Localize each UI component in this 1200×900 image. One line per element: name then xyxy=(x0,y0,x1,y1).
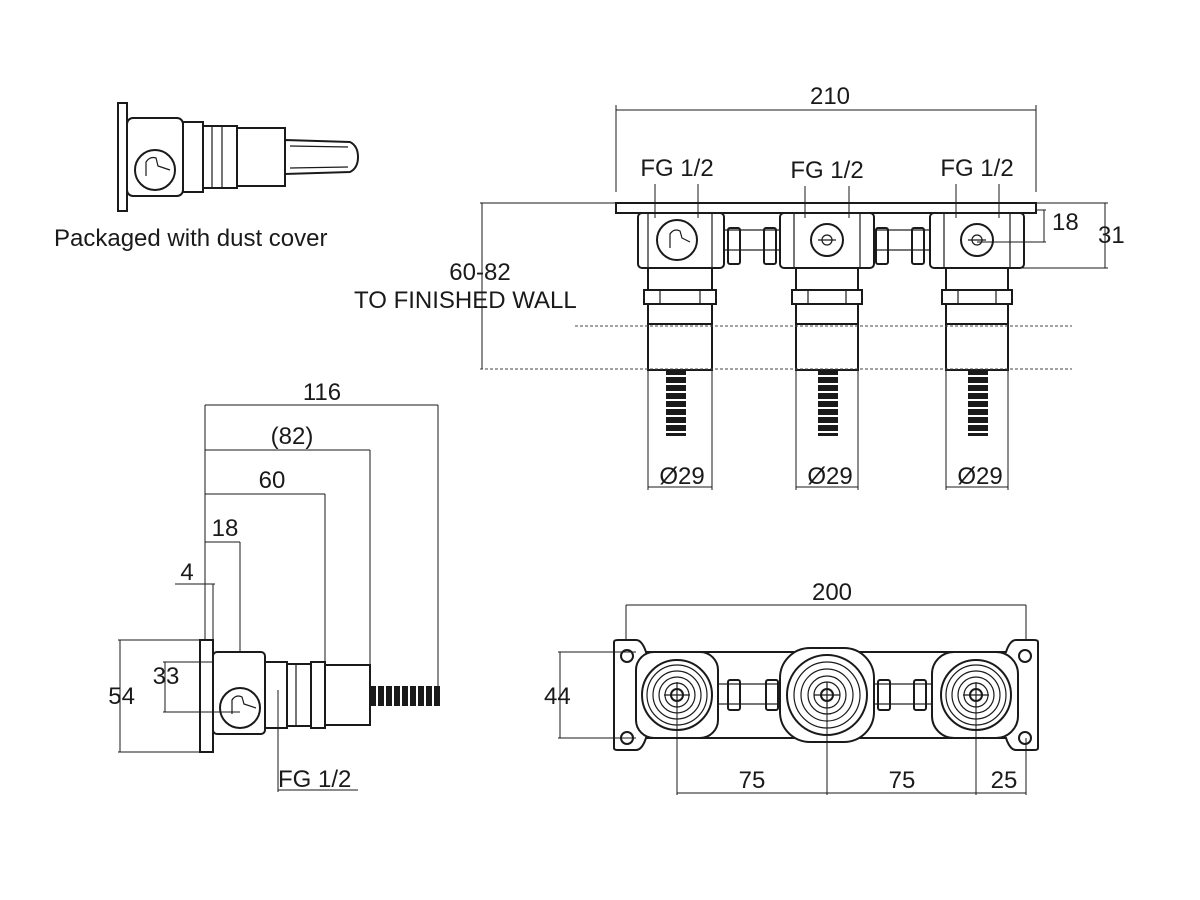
dim-75-b: 75 xyxy=(889,767,916,794)
diameter-2: Ø29 xyxy=(807,463,852,490)
diameter-3: Ø29 xyxy=(957,463,1002,490)
valve-3 xyxy=(929,212,1025,371)
valve-1 xyxy=(637,212,725,371)
diameter-1: Ø29 xyxy=(659,463,704,490)
dim-31: 31 xyxy=(1098,222,1125,249)
dim-18-plan: 18 xyxy=(1052,209,1079,236)
dim-116: 116 xyxy=(303,379,341,406)
dim-210: 210 xyxy=(810,83,850,110)
spindle-icon xyxy=(145,156,171,176)
dim-60: 60 xyxy=(259,467,286,494)
port-label-3: FG 1/2 xyxy=(940,155,1013,182)
dim-33: 33 xyxy=(153,663,180,690)
dim-75-a: 75 xyxy=(739,767,766,794)
dim-4: 4 xyxy=(180,559,193,586)
front-valve-3 xyxy=(931,651,1019,739)
port-label-2: FG 1/2 xyxy=(790,157,863,184)
plan-view: 210 FG 1/2 FG 1/2 FG 1/2 xyxy=(354,83,1125,490)
port-label-1: FG 1/2 xyxy=(640,155,713,182)
dim-18-side: 18 xyxy=(212,515,239,542)
connectors-plan xyxy=(723,227,931,265)
front-view: 200 xyxy=(544,579,1039,795)
side-port-label: FG 1/2 xyxy=(278,766,351,793)
dim-54: 54 xyxy=(108,683,135,710)
wall-range-dim: 60-82 xyxy=(449,259,510,286)
dim-200: 200 xyxy=(812,579,852,606)
wall-label: TO FINISHED WALL xyxy=(354,287,577,314)
dim-44: 44 xyxy=(544,683,571,710)
threaded-tails xyxy=(666,370,988,436)
side-view: 116 (82) 60 18 4 54 33 xyxy=(108,379,440,793)
dust-cover-view: Packaged with dust cover xyxy=(54,102,360,252)
dust-cover-note: Packaged with dust cover xyxy=(54,225,327,252)
dim-25: 25 xyxy=(991,767,1018,794)
valve-2 xyxy=(779,212,875,371)
dim-82: (82) xyxy=(271,423,314,450)
